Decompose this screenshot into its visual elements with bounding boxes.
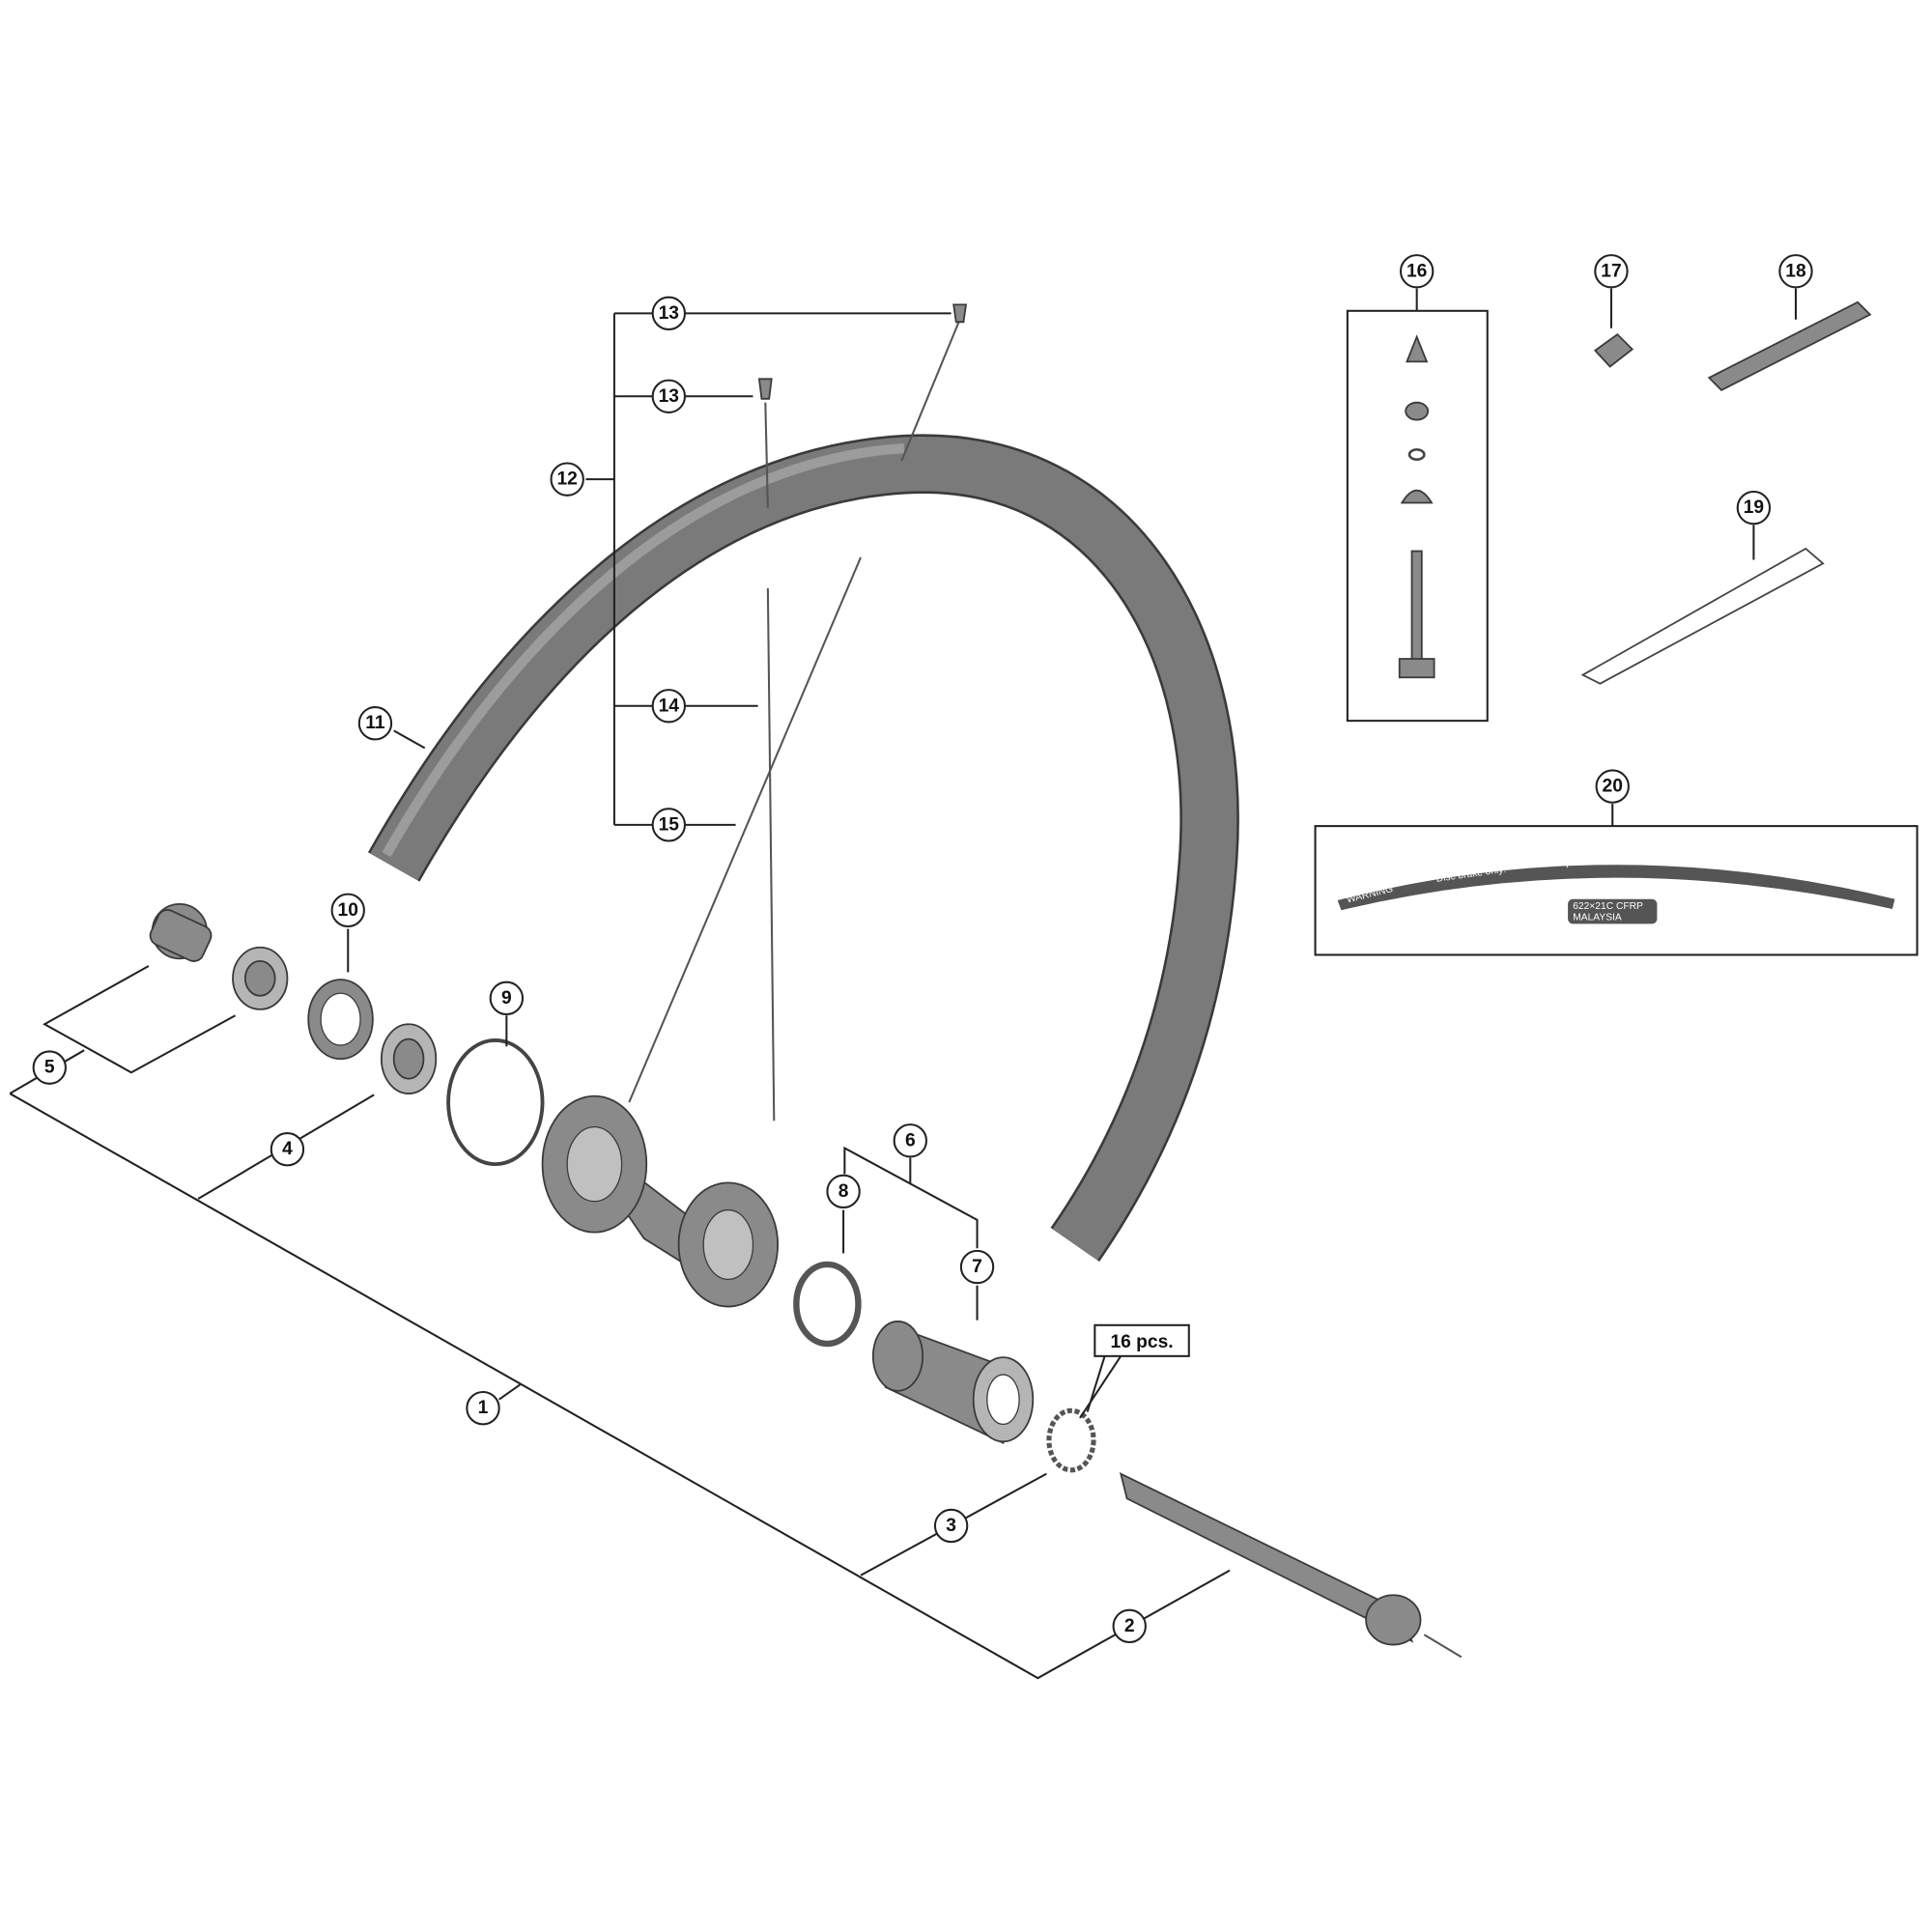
callout-7: 7 <box>959 1249 995 1285</box>
rim <box>367 434 1239 1262</box>
callout-10: 10 <box>330 893 365 928</box>
spoke-nipple-13b <box>757 378 773 400</box>
callout-circle <box>651 808 687 842</box>
callout-circle <box>933 1508 969 1544</box>
rim-tape-19 <box>1580 547 1825 685</box>
callout-number: 6 <box>905 1130 916 1151</box>
rim-decal: WARNING Disc brake only! Max. pressure: … <box>1314 825 1918 956</box>
callout-circle <box>959 1249 995 1285</box>
callout-number: 18 <box>1785 261 1806 281</box>
callout-circle <box>357 706 393 741</box>
callout-number: 11 <box>365 713 385 733</box>
callout-circle <box>489 980 525 1016</box>
callout-number: 13 <box>659 303 679 324</box>
leader-lines <box>9 288 1797 1680</box>
decal-origin: MALAYSIA <box>1573 913 1622 923</box>
callout-number: 16 <box>1406 261 1427 281</box>
callout-number: 4 <box>282 1139 293 1159</box>
callout-3: 3 <box>933 1508 969 1544</box>
callout-9: 9 <box>489 980 525 1016</box>
callout-number: 7 <box>972 1257 982 1277</box>
callout-circle <box>550 462 584 497</box>
callout-number: 13 <box>659 386 679 407</box>
callout-circle <box>1778 254 1813 289</box>
callout-18: 18 <box>1778 254 1813 289</box>
quantity-note: 16 pcs. <box>1079 1323 1190 1419</box>
callout-number: 20 <box>1603 777 1623 797</box>
callout-16: 16 <box>1399 254 1435 289</box>
callout-circle <box>893 1123 928 1158</box>
callout-circle <box>330 893 365 928</box>
callout-number: 8 <box>838 1181 849 1202</box>
callout-2: 2 <box>1112 1608 1147 1644</box>
callout-number: 9 <box>501 988 512 1009</box>
callout-4: 4 <box>270 1132 305 1167</box>
callout-circle <box>1736 490 1772 526</box>
callout-number: 17 <box>1601 261 1621 281</box>
hub-body <box>541 1094 780 1308</box>
callout-number: 19 <box>1744 497 1764 518</box>
callout-8: 8 <box>826 1174 861 1209</box>
callout-19: 19 <box>1736 490 1772 526</box>
left-hub-parts <box>149 903 545 1167</box>
spokes <box>628 303 968 1122</box>
callout-circle <box>466 1391 500 1426</box>
callout-circle <box>651 379 687 413</box>
decal-size: 622×21C CFRP <box>1573 901 1643 912</box>
valve-kit <box>1346 309 1489 723</box>
callout-number: 1 <box>478 1398 489 1418</box>
callout-number: 2 <box>1124 1616 1135 1636</box>
spoke-nipple-13a <box>952 303 968 324</box>
callout-5: 5 <box>32 1050 67 1085</box>
callout-circle <box>826 1174 861 1209</box>
callout-11: 11 <box>357 706 393 741</box>
callout-circle <box>32 1050 67 1085</box>
callout-circle <box>1594 254 1629 289</box>
callout-20: 20 <box>1595 769 1630 804</box>
callout-12: 12 <box>550 462 584 497</box>
callout-14: 14 <box>651 689 687 724</box>
spoke-wrench-18 <box>1707 300 1872 391</box>
callout-17: 17 <box>1594 254 1629 289</box>
callout-circle <box>651 689 687 724</box>
callout-number: 15 <box>659 814 680 835</box>
callout-number: 14 <box>659 696 680 716</box>
callout-number: 12 <box>556 469 577 490</box>
callout-15: 15 <box>651 808 687 842</box>
callout-circle <box>1595 769 1630 804</box>
callout-circle <box>270 1132 305 1167</box>
callout-6: 6 <box>893 1123 928 1158</box>
callout-13: 13 <box>651 379 687 413</box>
callout-number: 5 <box>44 1058 55 1078</box>
quantity-label: 16 pcs. <box>1110 1332 1173 1352</box>
callout-13: 13 <box>651 296 687 331</box>
callout-number: 3 <box>946 1516 956 1536</box>
callout-circle <box>1399 254 1435 289</box>
callout-number: 10 <box>338 900 358 921</box>
right-hub-parts <box>793 1261 1463 1659</box>
callout-1: 1 <box>466 1391 500 1426</box>
callout-circle <box>1112 1608 1147 1644</box>
tool-17 <box>1593 332 1634 368</box>
callout-circle <box>651 296 687 331</box>
